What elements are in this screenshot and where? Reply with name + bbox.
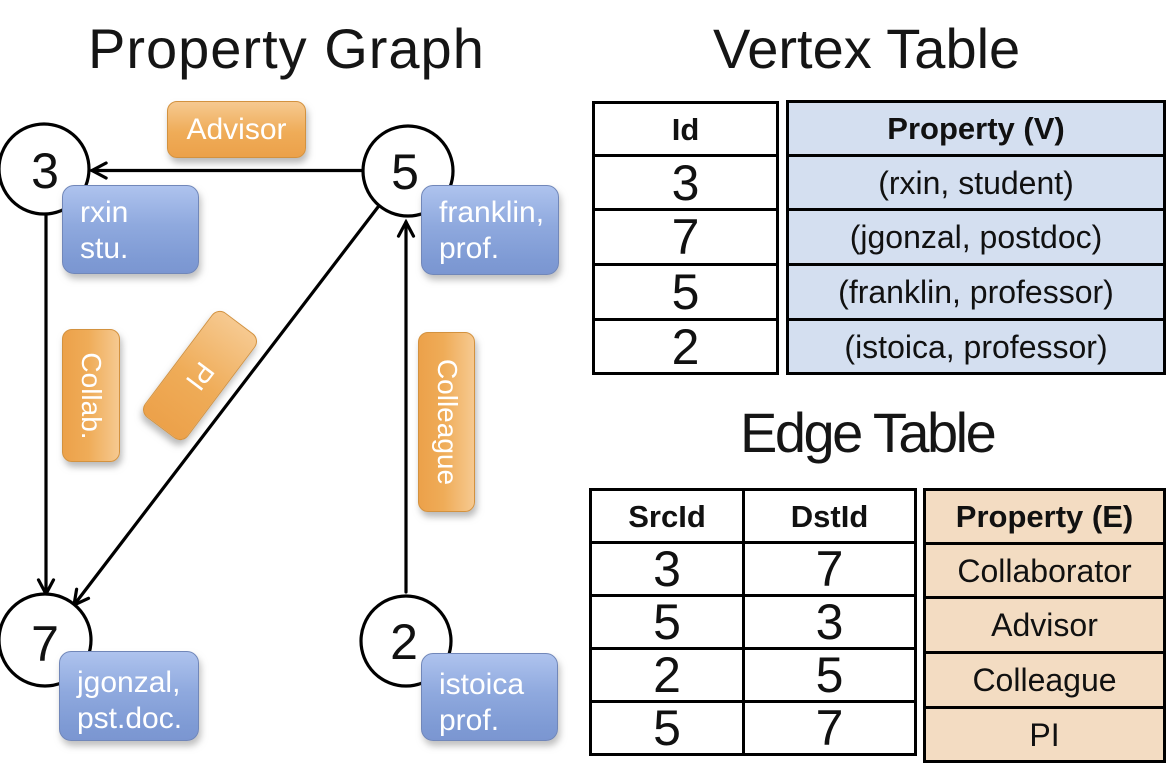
svg-text:5: 5 (391, 144, 419, 200)
svg-text:2: 2 (390, 614, 418, 670)
svg-text:3: 3 (31, 143, 59, 199)
svg-text:7: 7 (31, 616, 59, 672)
